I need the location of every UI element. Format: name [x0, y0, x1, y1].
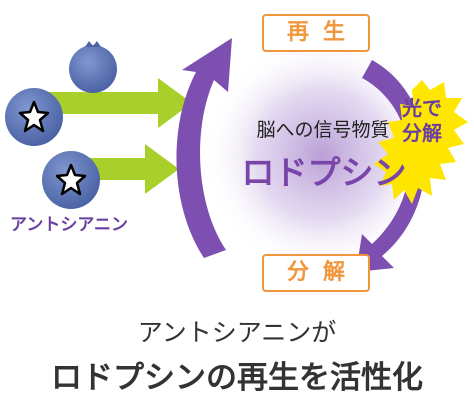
light-burst-icon: [374, 80, 468, 204]
blueberry-large: [5, 88, 63, 146]
blueberry-small: [69, 41, 117, 93]
center-glow: [204, 37, 440, 273]
green-arrow-upper: [40, 78, 192, 128]
left-cycle-arrow: [176, 38, 232, 258]
rhodopsin-label: ロドプシン: [241, 153, 407, 192]
center-subtitle: 脳への信号物質: [256, 119, 390, 141]
decomposition-box: 分解: [262, 254, 370, 292]
caption-line1: アントシアニンが: [137, 318, 337, 347]
anthocyanin-label: アントシアニン: [10, 215, 128, 235]
green-arrow-lower: [70, 144, 179, 194]
regeneration-box: 再生: [262, 14, 370, 52]
blueberry-lower: [42, 151, 100, 209]
caption-line2: ロドプシンの再生を活性化: [51, 360, 423, 396]
light-decomposition-label: 光で分解: [402, 96, 442, 145]
